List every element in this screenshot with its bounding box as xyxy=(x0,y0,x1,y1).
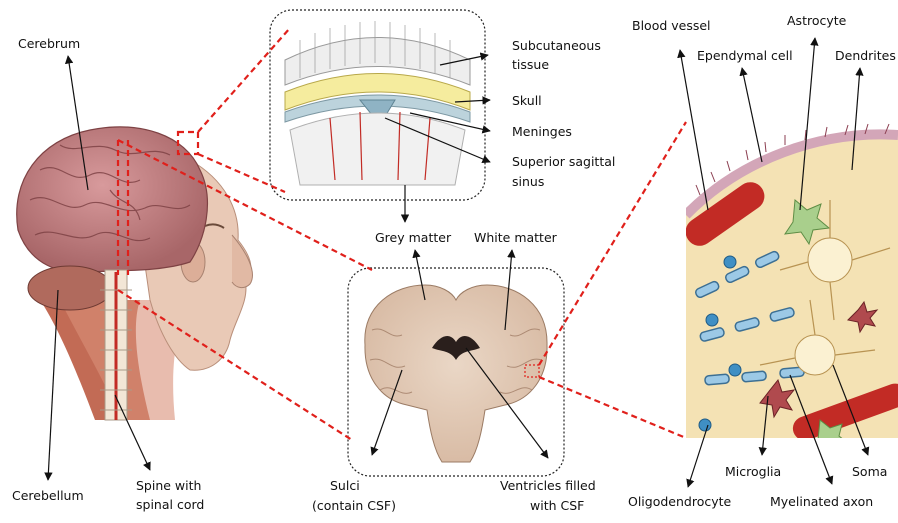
label-grey-matter: Grey matter xyxy=(375,230,452,245)
head-illustration xyxy=(17,127,253,420)
label-soma: Soma xyxy=(852,464,887,479)
label-ventricles-line1: Ventricles filled xyxy=(500,478,596,493)
label-cerebrum: Cerebrum xyxy=(18,36,80,51)
label-meninges: Meninges xyxy=(512,124,572,139)
label-subcutaneous-line1: Subcutaneous xyxy=(512,38,601,53)
label-microglia: Microglia xyxy=(725,464,781,479)
label-blood-vessel: Blood vessel xyxy=(632,18,711,33)
skull-layers-panel xyxy=(270,10,485,200)
label-spine-line1: Spine with xyxy=(136,478,201,493)
label-spine-line2: spinal cord xyxy=(136,497,204,512)
nose xyxy=(232,235,252,288)
label-sulci-line2: (contain CSF) xyxy=(312,498,396,513)
label-cerebellum: Cerebellum xyxy=(12,488,84,503)
cerebellum-illustration xyxy=(28,266,112,310)
brain-slice-panel xyxy=(348,268,564,476)
label-oligodendrocyte: Oligodendrocyte xyxy=(628,494,732,509)
label-astrocyte: Astrocyte xyxy=(787,13,847,28)
label-ependymal-cell: Ependymal cell xyxy=(697,48,793,63)
label-sulci-line1: Sulci xyxy=(330,478,360,493)
label-dendrites: Dendrites xyxy=(835,48,896,63)
label-skull: Skull xyxy=(512,93,542,108)
label-myelinated-axon: Myelinated axon xyxy=(770,494,873,509)
label-ventricles-line2: with CSF xyxy=(530,498,584,513)
label-sinus-line2: sinus xyxy=(512,174,544,189)
label-subcutaneous-line2: tissue xyxy=(512,57,549,72)
label-sinus-line1: Superior sagittal xyxy=(512,154,615,169)
cells-panel xyxy=(680,120,898,458)
label-white-matter: White matter xyxy=(474,230,558,245)
